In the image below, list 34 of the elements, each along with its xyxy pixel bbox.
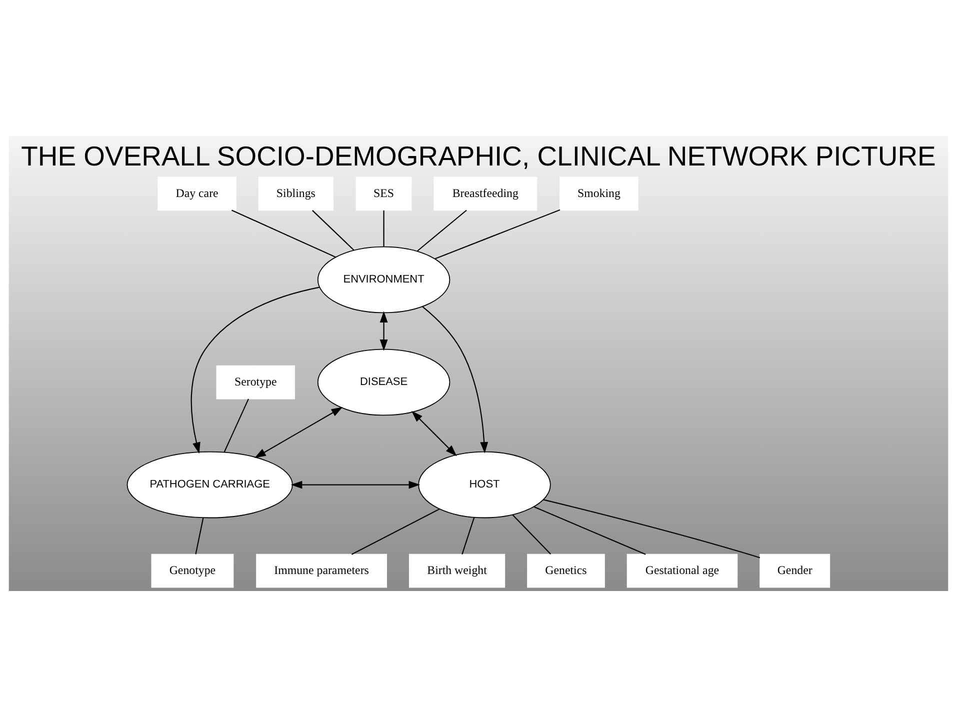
node-box: Siblings — [258, 176, 334, 210]
connector — [351, 508, 440, 554]
connector — [434, 208, 560, 259]
diagram-title: THE OVERALL SOCIO-DEMOGRAPHIC, CLINICAL NETWORK PICTURE — [21, 140, 936, 171]
arrow — [190, 286, 320, 454]
arrow — [411, 410, 457, 456]
node-box: Genotype — [151, 553, 234, 588]
node-ellipse: ENVIRONMENT — [317, 246, 450, 313]
arrow — [380, 310, 388, 350]
node-box: Gestational age — [626, 553, 738, 588]
node-box: Genetics — [527, 553, 605, 588]
connector — [383, 210, 384, 246]
connector — [543, 498, 760, 558]
node-box: Immune parameters — [256, 553, 387, 588]
node-box: Birth weight — [408, 553, 506, 588]
node-ellipse: PATHOGEN CARRIAGE — [126, 450, 293, 518]
connector — [512, 514, 552, 554]
connector — [224, 398, 249, 452]
node-box: Day care — [158, 176, 236, 210]
arrow — [290, 480, 420, 488]
node-box: Smoking — [560, 176, 638, 210]
connector — [195, 517, 204, 554]
arrow — [254, 406, 343, 458]
arrow — [422, 306, 488, 453]
connector — [462, 516, 475, 554]
node-ellipse: HOST — [418, 450, 551, 518]
connector — [312, 210, 354, 250]
connector — [534, 506, 646, 554]
connector — [232, 209, 336, 258]
node-box: Breastfeeding — [434, 176, 538, 210]
node-box: SES — [356, 176, 412, 210]
connector — [417, 209, 467, 251]
node-box: Gender — [760, 553, 830, 588]
node-box: Serotype — [216, 364, 295, 399]
